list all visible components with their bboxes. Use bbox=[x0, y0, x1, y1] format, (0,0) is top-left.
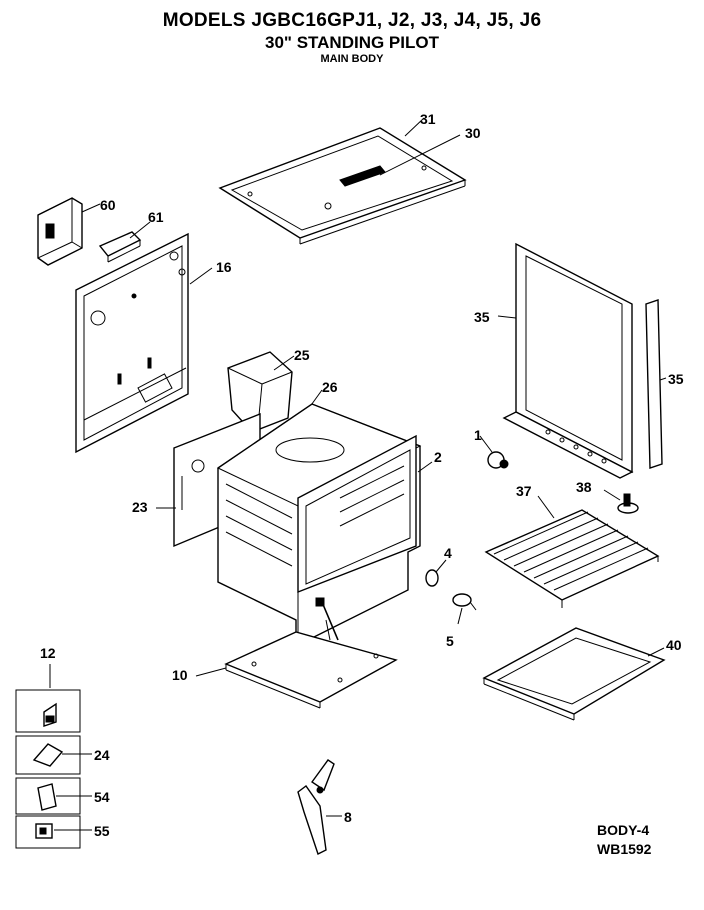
callout-1: 1 bbox=[474, 427, 482, 443]
leader-30 bbox=[379, 134, 461, 176]
part-4-knob bbox=[425, 569, 439, 587]
callout-12: 12 bbox=[40, 645, 56, 661]
leader-10 bbox=[195, 667, 227, 677]
part-40-broiler-pan bbox=[482, 627, 666, 721]
part-61-bar bbox=[98, 231, 142, 263]
part-55-box bbox=[15, 815, 81, 849]
part-38-knob bbox=[617, 493, 639, 514]
callout-60: 60 bbox=[100, 197, 116, 213]
leader-61 bbox=[129, 221, 151, 239]
callout-24: 24 bbox=[94, 747, 110, 763]
callout-55: 55 bbox=[94, 823, 110, 839]
leader-35a bbox=[497, 315, 517, 319]
leader-1 bbox=[479, 435, 493, 453]
leader-40 bbox=[647, 647, 665, 657]
leader-4 bbox=[435, 559, 447, 573]
leader-38 bbox=[603, 489, 621, 501]
callout-10: 10 bbox=[172, 667, 188, 683]
callout-8: 8 bbox=[344, 809, 352, 825]
part-24-box bbox=[15, 735, 81, 775]
callout-35a: 35 bbox=[474, 309, 490, 325]
part-16-rear-panel bbox=[75, 232, 189, 454]
part-12-clip bbox=[43, 702, 57, 727]
footer-ref: WB1592 bbox=[597, 841, 652, 857]
callout-40: 40 bbox=[666, 637, 682, 653]
callout-38: 38 bbox=[576, 479, 592, 495]
part-9-pilot bbox=[315, 597, 339, 641]
callout-23: 23 bbox=[132, 499, 148, 515]
part-10-base bbox=[224, 631, 398, 709]
callout-61: 61 bbox=[148, 209, 164, 225]
part-60-bracket bbox=[37, 197, 83, 266]
callout-54: 54 bbox=[94, 789, 110, 805]
part-8-clip bbox=[297, 759, 335, 855]
part-55-clip bbox=[35, 823, 53, 839]
leader-5 bbox=[457, 607, 463, 625]
part-35-door-strip bbox=[645, 299, 663, 469]
leader-2 bbox=[417, 461, 433, 473]
part-24-bracket bbox=[32, 743, 64, 767]
part-12-box bbox=[15, 689, 81, 733]
part-1-knob bbox=[487, 451, 509, 469]
diagram-title: MODELS JGBC16GPJ1, J2, J3, J4, J5, J6 bbox=[162, 10, 542, 31]
callout-5: 5 bbox=[446, 633, 454, 649]
callout-2: 2 bbox=[434, 449, 442, 465]
part-37-oven-rack bbox=[484, 509, 660, 608]
callout-31: 31 bbox=[420, 111, 436, 127]
leader-60 bbox=[81, 203, 101, 213]
part-5-knob bbox=[452, 593, 477, 611]
section-label: MAIN BODY bbox=[320, 53, 384, 65]
part-2-oven-body bbox=[216, 403, 422, 648]
leader-35b bbox=[659, 377, 667, 381]
diagram-subtitle: 30" STANDING PILOT bbox=[265, 33, 439, 52]
leader-31 bbox=[404, 117, 425, 137]
leader-37 bbox=[537, 495, 555, 519]
callout-30: 30 bbox=[465, 125, 481, 141]
part-35-door-panel bbox=[502, 242, 634, 479]
part-54-plate bbox=[37, 783, 57, 811]
leader-16 bbox=[189, 267, 213, 285]
callout-25: 25 bbox=[294, 347, 310, 363]
part-25-flue-duct bbox=[227, 351, 293, 433]
callout-37: 37 bbox=[516, 483, 532, 499]
leader-25 bbox=[273, 355, 295, 371]
callout-35b: 35 bbox=[668, 371, 684, 387]
callout-16: 16 bbox=[216, 259, 232, 275]
callout-26: 26 bbox=[322, 379, 338, 395]
footer-code: BODY-4 bbox=[597, 822, 650, 838]
leader-9 bbox=[325, 619, 331, 641]
callout-4: 4 bbox=[444, 545, 452, 561]
cooktop-panel bbox=[218, 127, 467, 245]
